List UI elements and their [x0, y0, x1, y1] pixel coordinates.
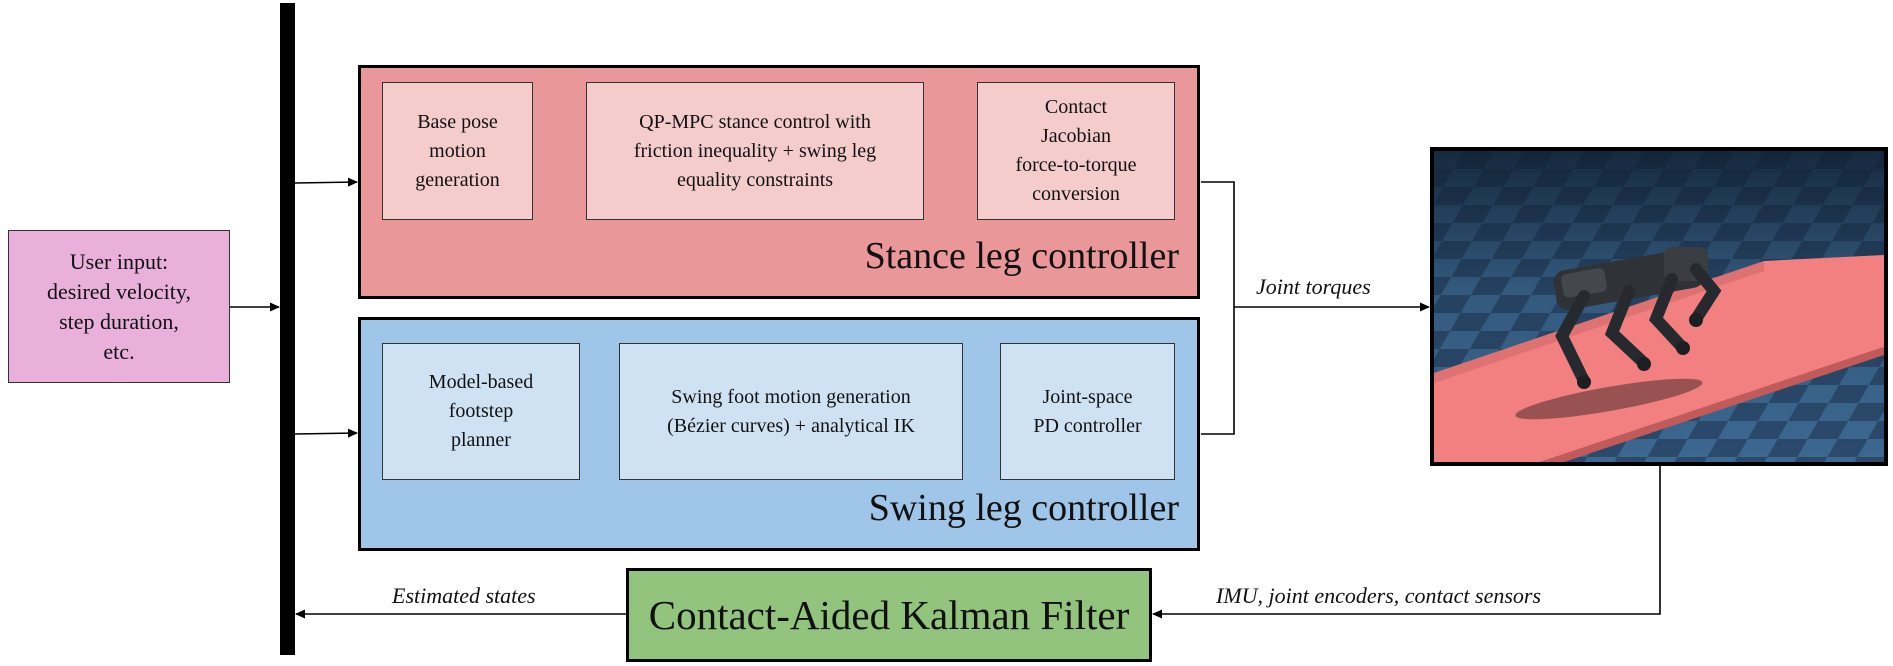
sensors-label: IMU, joint encoders, contact sensors: [1216, 583, 1542, 608]
block-text-line: equality constraints: [676, 168, 834, 191]
block-text-line: Jacobian: [1041, 125, 1111, 147]
robot-simulation-image: [1430, 147, 1888, 466]
block-text-line: Contact: [1044, 96, 1108, 118]
block-text-line: Base pose: [417, 110, 498, 133]
contact-jacobian-block: Contact Jacobian force-to-torque convers…: [977, 82, 1175, 220]
bus-to-stance-arrow: [294, 177, 358, 187]
base-pose-generation-block: Base pose motion generation: [382, 82, 533, 220]
pd-controller-block: Joint-space PD controller: [1000, 343, 1175, 480]
joint-torques-label: Joint torques: [1256, 274, 1371, 299]
block-text-line: generation: [415, 168, 500, 191]
user-input-box: User input: desired velocity, step durat…: [8, 230, 230, 383]
user-input-line: etc.: [103, 338, 135, 364]
signal-bus-bar: [280, 3, 295, 655]
block-text-line: force-to-torque: [1015, 154, 1137, 176]
block-text-line: friction inequality + swing leg: [633, 139, 877, 162]
block-text-line: motion: [429, 139, 486, 162]
sensors-arrow: [1152, 466, 1661, 619]
controller-merge-bracket: [1201, 181, 1235, 435]
stance-controller-title: Stance leg controller: [864, 235, 1179, 277]
block-text-line: (Bézier curves) + analytical IK: [667, 414, 915, 437]
block-text-line: Swing foot motion generation: [671, 385, 911, 408]
swing-controller-title: Swing leg controller: [868, 487, 1179, 529]
block-text-line: footstep: [448, 400, 514, 422]
estimated-states-label: Estimated states: [392, 583, 536, 608]
user-input-line: step duration,: [59, 308, 179, 334]
user-input-line: User input:: [69, 248, 169, 274]
block-text-line: QP-MPC stance control with: [639, 110, 871, 133]
quadruped-robot-illustration: [1434, 151, 1884, 462]
kalman-filter-title: Contact-Aided Kalman Filter: [648, 592, 1130, 638]
footstep-planner-block: Model-based footstep planner: [382, 343, 580, 480]
user-input-line: desired velocity,: [47, 278, 191, 304]
qp-mpc-stance-control-block: QP-MPC stance control with friction ineq…: [586, 82, 924, 220]
block-text-line: conversion: [1032, 183, 1120, 205]
block-text-line: planner: [451, 429, 511, 451]
swing-foot-motion-block: Swing foot motion generation (Bézier cur…: [619, 343, 963, 480]
bus-to-swing-arrow: [294, 428, 358, 438]
block-text-line: PD controller: [1033, 414, 1142, 437]
block-text-line: Joint-space: [1042, 385, 1133, 408]
kalman-filter-box: Contact-Aided Kalman Filter: [626, 568, 1152, 662]
block-text-line: Model-based: [428, 371, 534, 393]
